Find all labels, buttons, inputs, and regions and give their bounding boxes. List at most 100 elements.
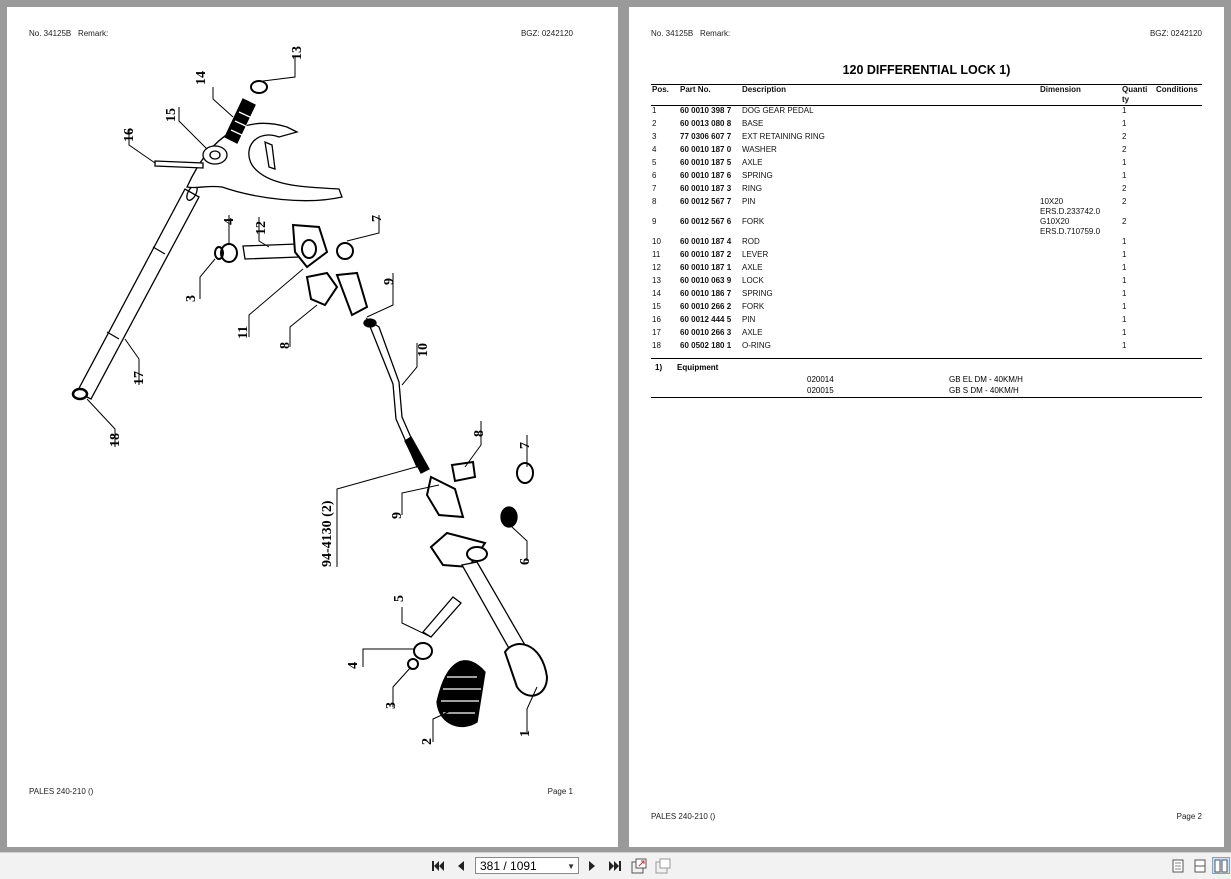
cell-part: 77 0306 607 7 <box>680 132 732 141</box>
cell-qty: 1 <box>1122 263 1127 272</box>
cell-desc: WASHER <box>742 145 777 154</box>
cell-cond <box>1155 276 1202 289</box>
cell-cond <box>1155 328 1202 341</box>
table-header-row: Pos. Part No. Description Dimension Quan… <box>651 84 1202 106</box>
callout-13: 13 <box>290 46 305 60</box>
ring-7-drawing <box>336 242 354 260</box>
callout-8-upper: 8 <box>278 342 293 349</box>
callout-6: 6 <box>518 558 533 565</box>
col-description: Description <box>741 84 1039 106</box>
last-page-button[interactable] <box>607 857 623 874</box>
callout-3-upper: 3 <box>184 295 199 302</box>
callout-12: 12 <box>254 221 269 235</box>
cell-qty: 1 <box>1122 328 1127 337</box>
cell-dim <box>1039 263 1121 276</box>
cell-cond <box>1155 197 1202 217</box>
cell-qty: 2 <box>1122 197 1127 206</box>
cell-part: 60 0010 186 7 <box>680 289 732 298</box>
callout-18: 18 <box>108 433 123 447</box>
cell-qty: 2 <box>1122 184 1127 193</box>
document-page-1: No. 34125B Remark: BGZ: 0242120 <box>7 7 618 847</box>
cell-pos: 7 <box>652 184 657 193</box>
prev-page-button[interactable] <box>455 857 467 874</box>
cell-desc: LOCK <box>742 276 764 285</box>
cell-cond <box>1155 315 1202 328</box>
cell-qty: 1 <box>1122 250 1127 259</box>
cell-desc: LEVER <box>742 250 769 259</box>
prev-page-icon <box>458 860 464 871</box>
pin-16-drawing <box>154 160 204 169</box>
cell-qty: 1 <box>1122 158 1127 167</box>
cell-cond <box>1155 302 1202 315</box>
cell-cond <box>1155 263 1202 276</box>
cell-desc: ROD <box>742 237 760 246</box>
cell-qty: 2 <box>1122 217 1127 226</box>
callout-4-lower: 4 <box>346 662 361 669</box>
continuous-view-button[interactable] <box>1192 857 1208 874</box>
single-page-view-button[interactable] <box>1170 857 1186 874</box>
cell-desc: AXLE <box>742 263 763 272</box>
two-page-view-button[interactable] <box>1212 857 1230 874</box>
cell-dim <box>1039 158 1121 171</box>
cell-desc: RING <box>742 184 762 193</box>
rod-10-drawing <box>363 317 430 474</box>
last-page-icon <box>609 860 621 871</box>
cell-cond <box>1155 289 1202 302</box>
equipment-note: 1) <box>655 363 663 372</box>
cell-desc: SPRING <box>742 289 773 298</box>
page-number: Page 2 <box>1176 812 1202 821</box>
callout-7-upper: 7 <box>370 215 385 222</box>
bgz-code: BGZ: 0242120 <box>520 29 573 38</box>
callout-11: 11 <box>236 326 251 339</box>
cell-dim <box>1039 328 1121 341</box>
cell-dim <box>1039 171 1121 184</box>
cell-pos: 14 <box>652 289 661 298</box>
cell-qty: 1 <box>1122 276 1127 285</box>
cell-dim <box>1039 145 1121 158</box>
cell-part: 60 0010 398 7 <box>680 106 732 115</box>
pedal-1-drawing <box>429 531 549 697</box>
next-page-button[interactable] <box>586 857 598 874</box>
footer-left: PALES 240-210 () <box>651 812 716 821</box>
equipment-label: Equipment <box>677 363 719 372</box>
next-page-icon <box>589 860 595 871</box>
cell-qty: 1 <box>1122 119 1127 128</box>
page-number-field[interactable]: 381 / 1091 ▼ <box>475 857 579 874</box>
export-button[interactable] <box>630 857 648 874</box>
cell-part: 60 0010 187 4 <box>680 237 732 246</box>
cell-desc: DOG GEAR PEDAL <box>742 106 814 115</box>
cell-cond <box>1155 341 1202 354</box>
cell-dim <box>1039 276 1121 289</box>
cell-part: 60 0012 567 6 <box>680 217 732 226</box>
col-conditions: Conditions <box>1155 84 1202 106</box>
cell-dim <box>1039 237 1121 250</box>
cell-desc: FORK <box>742 302 765 311</box>
callout-9-upper: 9 <box>382 278 397 285</box>
cell-desc: AXLE <box>742 328 763 337</box>
import-button[interactable] <box>654 857 672 874</box>
col-pos: Pos. <box>651 84 679 106</box>
cell-desc: PIN <box>742 197 756 206</box>
first-page-icon <box>432 860 444 871</box>
callout-10: 10 <box>416 343 431 357</box>
footer-left: PALES 240-210 () <box>29 787 94 796</box>
parts-table: Pos. Part No. Description Dimension Quan… <box>651 84 1202 354</box>
first-page-button[interactable] <box>430 857 446 874</box>
callout-4-upper: 4 <box>222 218 237 225</box>
cell-part: 60 0010 187 2 <box>680 250 732 259</box>
import-icon <box>655 858 671 873</box>
cell-part: 60 0010 266 2 <box>680 302 732 311</box>
callout-7-lower: 7 <box>518 442 533 449</box>
cell-part: 60 0013 080 8 <box>680 119 732 128</box>
cell-part: 60 0010 187 6 <box>680 171 732 180</box>
cell-part: 60 0010 187 5 <box>680 158 732 167</box>
cell-pos: 18 <box>652 341 661 350</box>
cell-dim <box>1039 119 1121 132</box>
